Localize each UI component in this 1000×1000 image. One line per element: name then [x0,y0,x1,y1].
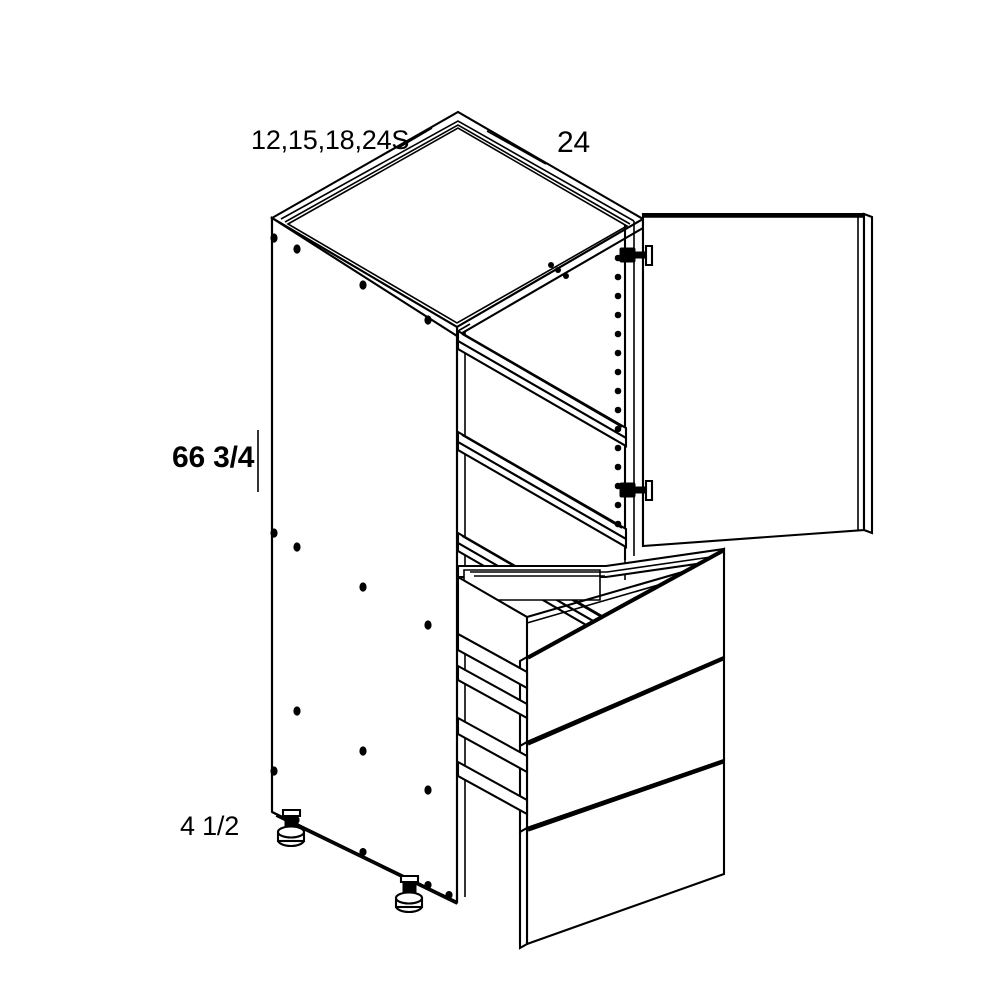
drawer-section [456,547,726,950]
shelf-upper [456,323,628,448]
cabinet-carcase [269,110,646,905]
leveling-leg-rear [394,874,424,914]
dimension-leaders [257,127,547,492]
dowel-holes-left-panel [270,233,453,899]
cabinet-left-side-panel [270,216,459,904]
dimension-label-toekick: 4 1/2 [180,811,240,841]
drawer-middle[interactable] [456,632,726,834]
door-hinge-lower [619,479,654,502]
drawer-top[interactable] [456,547,726,748]
shelf-middle [456,430,628,549]
door-hinge-upper [619,244,654,267]
cabinet-door[interactable] [641,212,874,548]
leveling-leg-front [276,808,306,848]
drawer-bottom[interactable] [456,716,726,950]
dimension-label-height: 66 3/4 [172,441,255,474]
adjustable-shelves [456,323,628,650]
drawer-runner-lines [457,649,528,815]
cabinet-right-front-post [623,218,645,560]
dimension-label-width: 12,15,18,24S [251,125,410,155]
dimension-label-depth: 24 [557,126,590,159]
